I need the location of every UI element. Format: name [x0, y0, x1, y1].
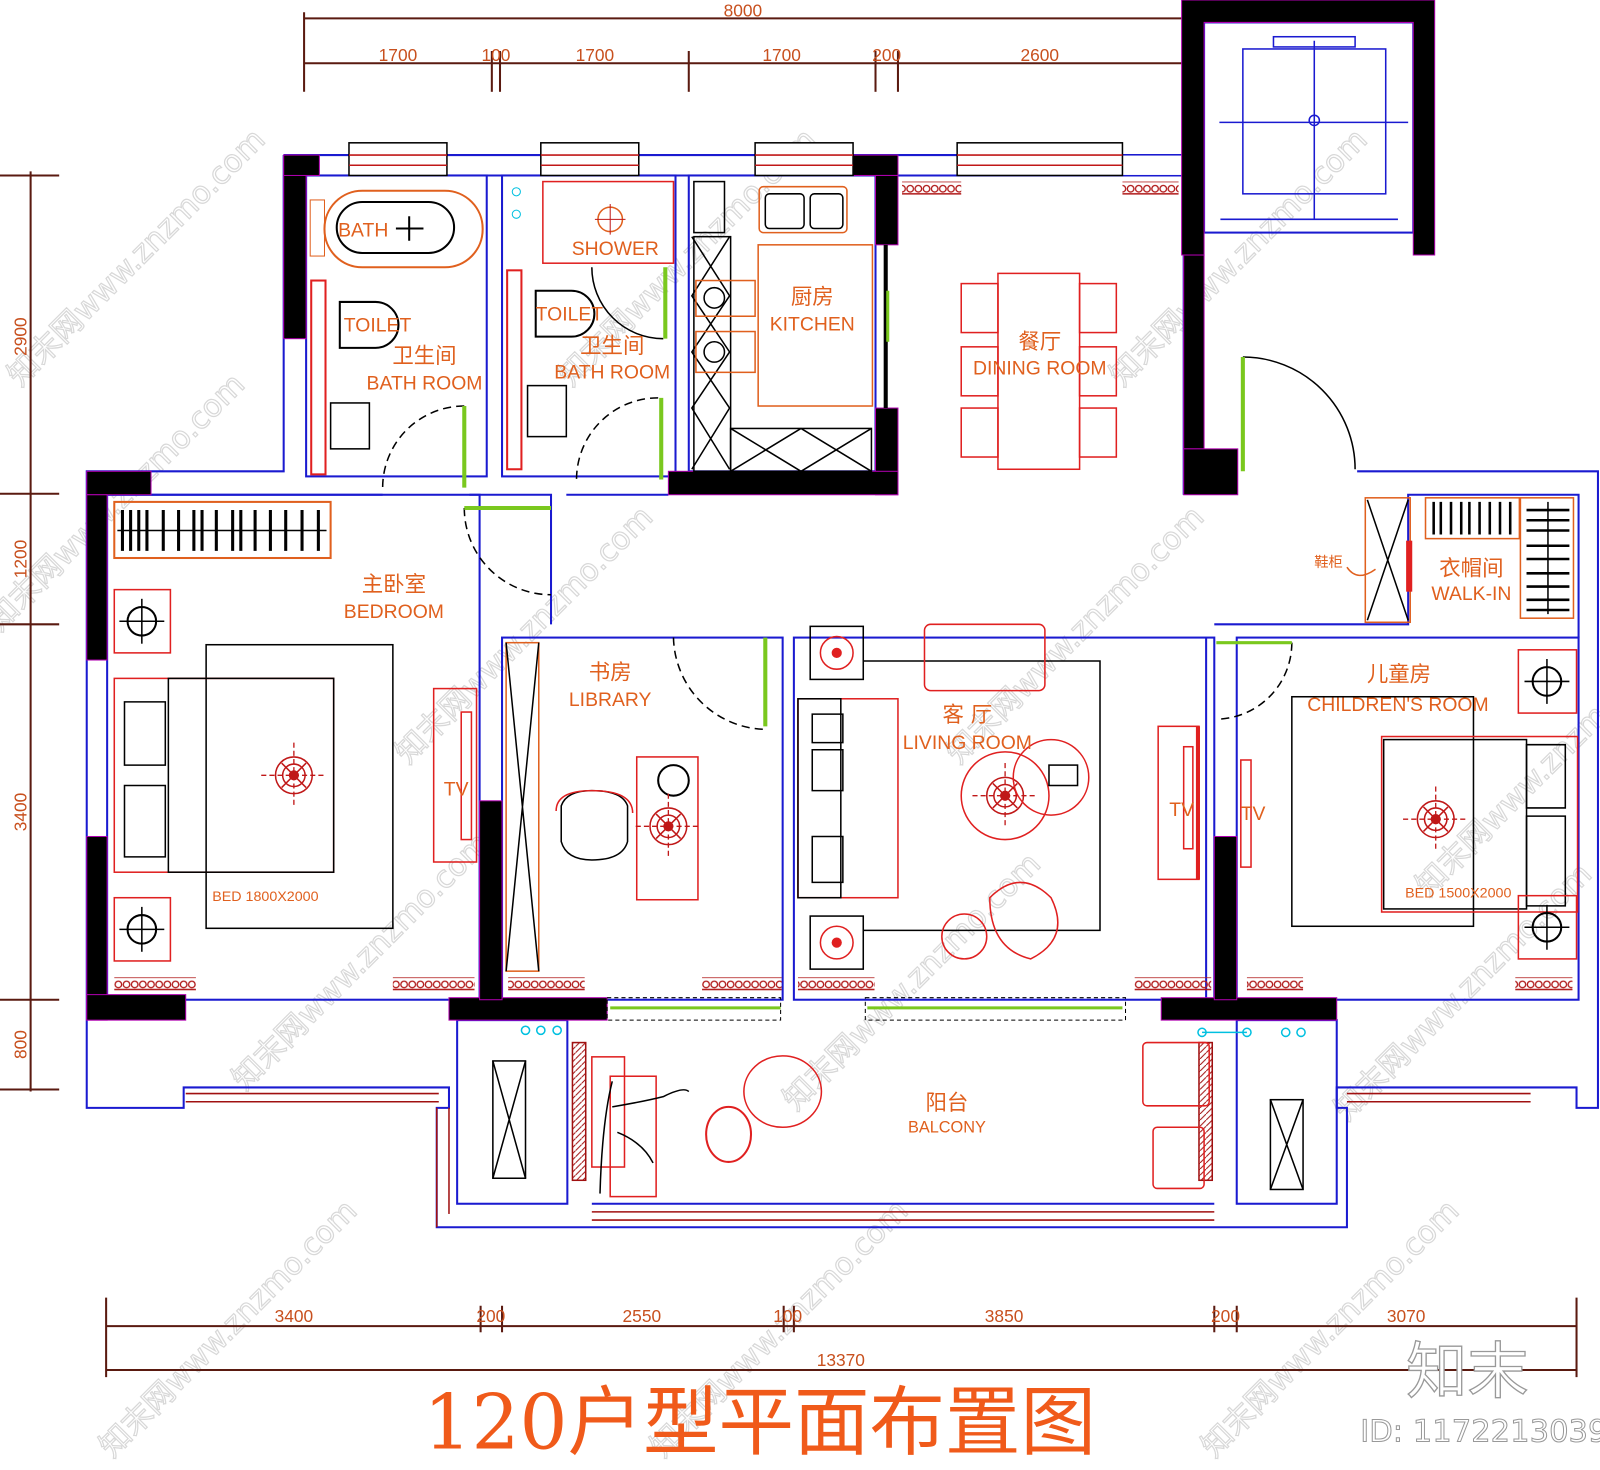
dim-top: 1700 — [762, 45, 801, 65]
room-name-cn: 厨房 — [791, 285, 834, 310]
logo-id: ID: 1172213039 — [1360, 1414, 1600, 1449]
dimension-bottom — [105, 1297, 1578, 1378]
room-name-en: KITCHEN — [770, 314, 855, 336]
dim-bottom: 100 — [773, 1306, 802, 1326]
doors — [381, 244, 1356, 1021]
room-name-cn: 主卧室 — [362, 573, 426, 598]
elevator — [1219, 35, 1409, 221]
room-name-en: BEDROOM — [344, 601, 444, 623]
dim-left: 800 — [11, 1030, 31, 1059]
dimension-left — [0, 171, 60, 1092]
bath-room-1: BATH TOILET 卫生间 BATH ROOM — [309, 189, 484, 476]
dim-top-total: 8000 — [724, 0, 763, 20]
walk-in-closet: 鞋柜 衣帽间 WALK-IN — [1314, 497, 1575, 624]
room-name-cn: 卫生间 — [392, 344, 456, 369]
drawing-title: 120户型平面布置图 — [423, 1379, 1096, 1467]
shower-label: SHOWER — [572, 238, 659, 260]
room-name-cn: 卫生间 — [580, 334, 644, 359]
bed-size-label: BED 1800X2000 — [212, 889, 318, 905]
watermark-text: 知末网www.znzmo.com — [1, 122, 272, 393]
dim-left: 3400 — [11, 793, 31, 832]
kitchen: 厨房 KITCHEN — [690, 180, 874, 473]
master-bedroom: BED 1800X2000 TV 主卧室 BEDROOM — [113, 500, 478, 962]
room-name-en: BATH ROOM — [554, 361, 670, 383]
dim-bottom: 200 — [476, 1306, 505, 1326]
dim-left: 2900 — [11, 317, 31, 356]
walls — [86, 0, 1436, 1021]
room-name-cn: 客 厅 — [943, 703, 993, 728]
dim-top: 100 — [481, 45, 510, 65]
watermark-text: 知末网www.znzmo.com — [389, 500, 660, 771]
toilet-label: TOILET — [344, 315, 412, 337]
bath-label: BATH — [338, 220, 388, 242]
dim-top: 1700 — [379, 45, 418, 65]
dim-top: 2600 — [1021, 45, 1060, 65]
room-name-cn: 阳台 — [926, 1091, 969, 1116]
brand-logo: 知末 — [1406, 1336, 1528, 1407]
dim-top: 1700 — [576, 45, 615, 65]
library: 书房 LIBRARY — [505, 641, 702, 972]
room-name-cn: 餐厅 — [1018, 330, 1061, 355]
room-name-en: DINING ROOM — [973, 357, 1106, 379]
dim-bottom: 200 — [1211, 1306, 1240, 1326]
dim-left: 1200 — [11, 540, 31, 579]
dim-bottom: 3850 — [985, 1306, 1024, 1326]
dim-bottom-total: 13370 — [817, 1350, 865, 1370]
shoe-cabinet-label: 鞋柜 — [1314, 554, 1343, 571]
room-name-en: CHILDREN'S ROOM — [1307, 694, 1488, 716]
dim-bottom: 3400 — [275, 1306, 314, 1326]
room-name-en: BATH ROOM — [367, 373, 483, 395]
tv-label: TV — [1241, 803, 1266, 825]
room-name-cn: 儿童房 — [1367, 662, 1431, 687]
room-name-en: WALK-IN — [1431, 583, 1511, 605]
childrens-room: TV BED 1500X2000 儿童房 CHILDREN'S ROOM — [1240, 649, 1579, 960]
balcony: 阳台 BALCONY — [185, 1025, 1531, 1228]
tv-label: TV — [444, 779, 469, 801]
tv-label: TV — [1169, 799, 1194, 821]
room-name-cn: 书房 — [589, 660, 632, 685]
toilet-label: TOILET — [536, 303, 604, 325]
bed-size-label: BED 1500X2000 — [1405, 886, 1511, 902]
dimension-top — [303, 10, 1185, 92]
watermark-text: 知末网www.znzmo.com — [93, 1193, 364, 1464]
living-room: 客 厅 LIVING ROOM TV — [797, 623, 1200, 970]
room-name-cn: 衣帽间 — [1439, 556, 1503, 581]
watermark-text: 知末网www.znzmo.com — [940, 500, 1211, 771]
bath-room-2: SHOWER TOILET 卫生间 BATH ROOM — [506, 180, 675, 471]
curtains — [114, 181, 1573, 992]
dining-room: 餐厅 DINING ROOM — [960, 272, 1118, 471]
dim-top: 200 — [872, 45, 901, 65]
room-name-en: LIVING ROOM — [903, 732, 1032, 754]
room-name-en: LIBRARY — [569, 689, 652, 711]
dim-bottom: 3070 — [1387, 1306, 1426, 1326]
room-name-en: BALCONY — [908, 1118, 986, 1136]
dim-bottom: 2550 — [623, 1306, 662, 1326]
windows — [348, 142, 1124, 177]
